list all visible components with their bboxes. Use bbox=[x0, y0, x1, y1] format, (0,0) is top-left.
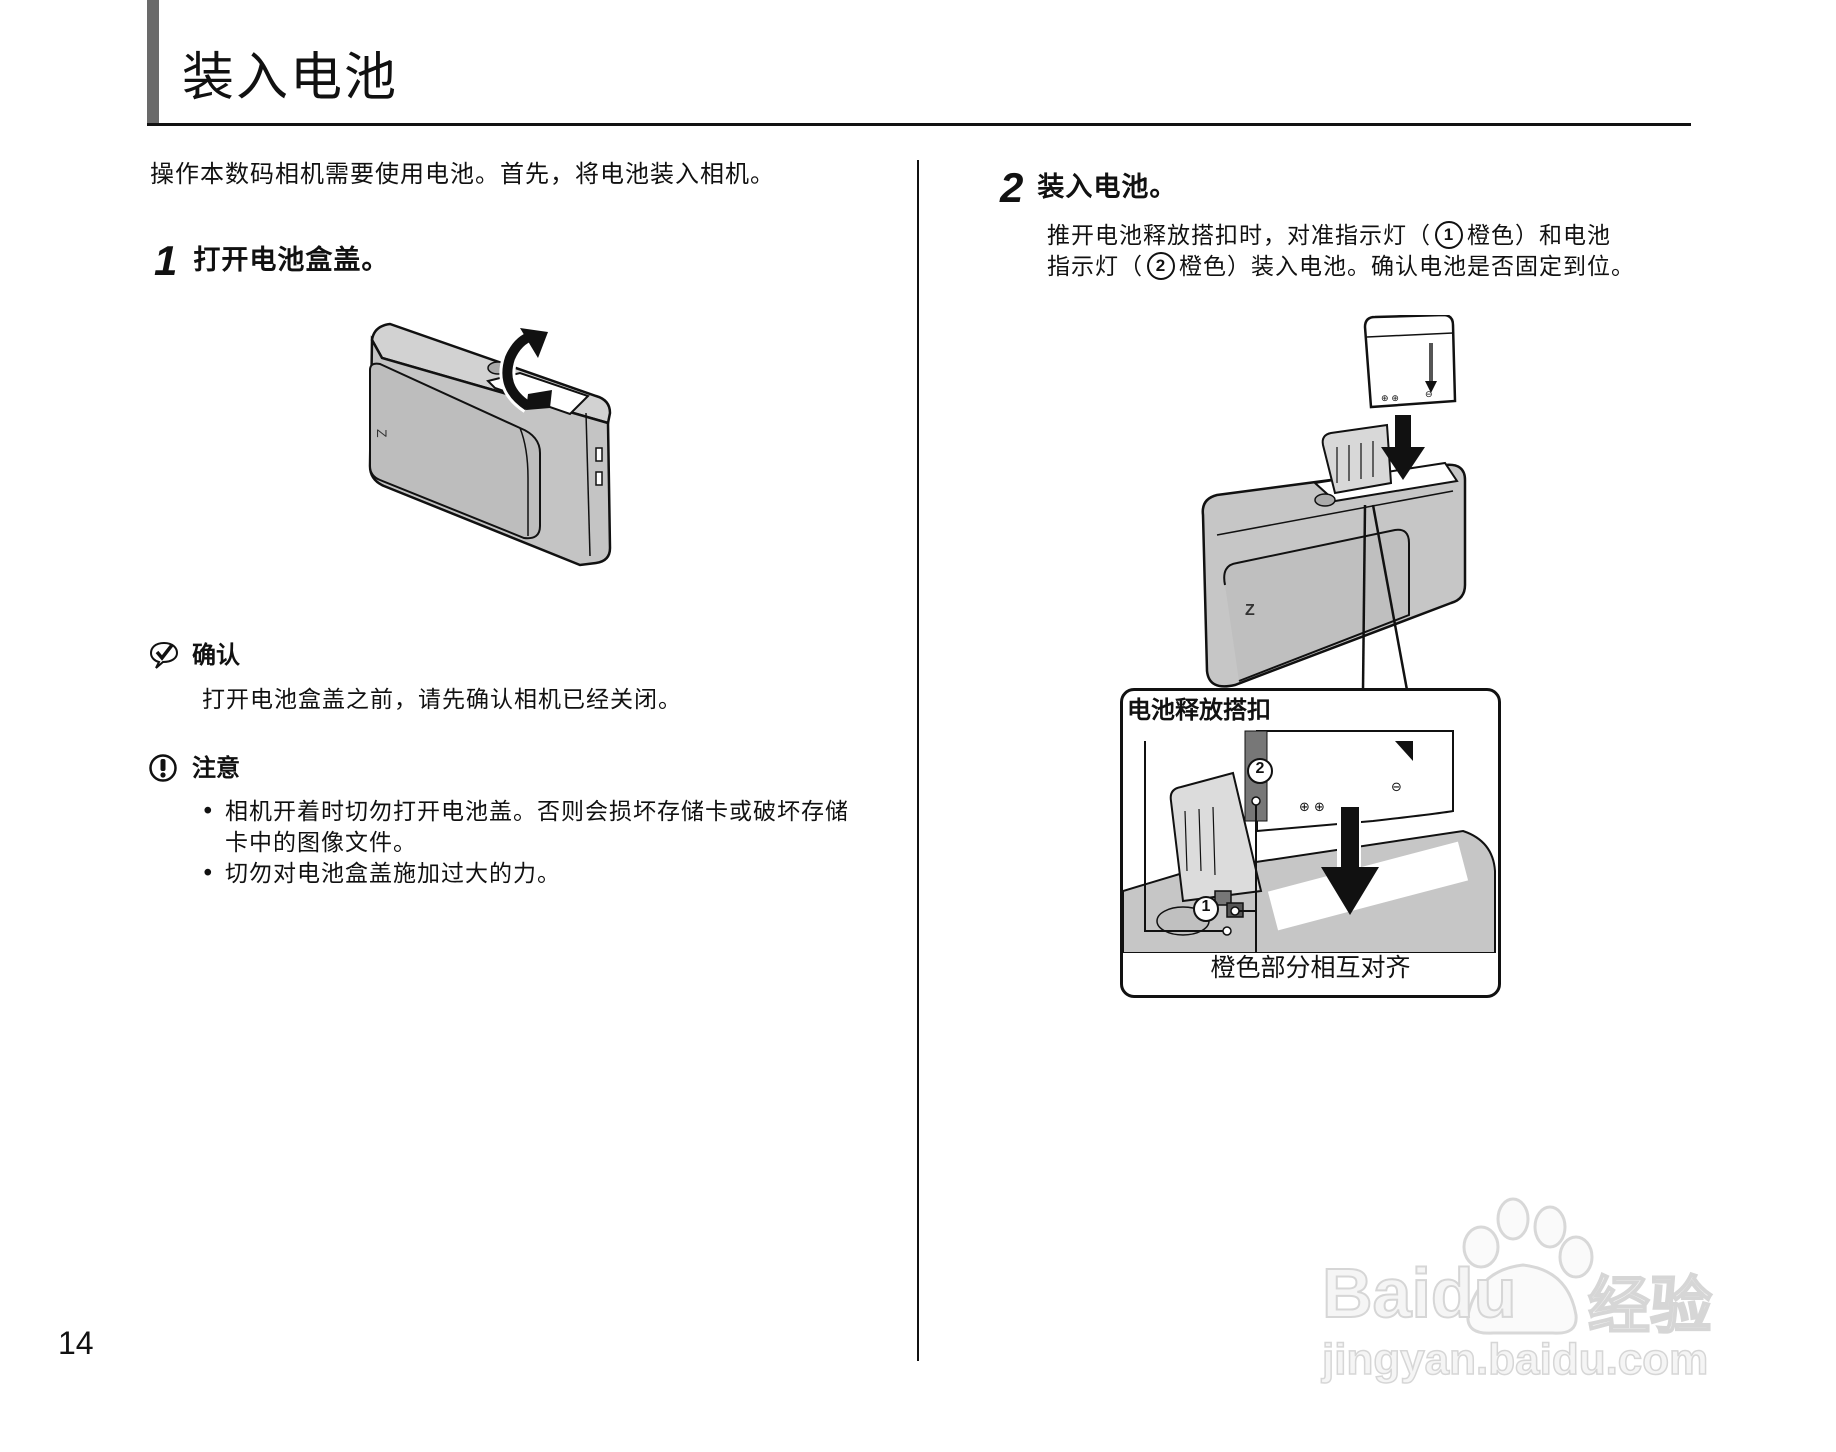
callout-marker-2: 2 bbox=[1255, 760, 1265, 777]
watermark-brand: Baidu bbox=[1321, 1253, 1517, 1333]
battery-insert-icon: Z ⊕ ⊕ ⊖ bbox=[1201, 315, 1467, 691]
caution-note-title: 注意 bbox=[192, 754, 240, 782]
baidu-jingyan-watermark: Baidu 经验 jingyan.baidu.com bbox=[1318, 1185, 1748, 1395]
check-note-title: 确认 bbox=[192, 641, 240, 669]
body-text: 指示灯（ bbox=[1047, 254, 1143, 280]
marker-1: 1 bbox=[1435, 220, 1463, 249]
body-text: 橙色）和电池 bbox=[1467, 223, 1611, 249]
callout-box: ⊕ ⊕ ⊖ 1 2 电池释放搭扣 橙色部分相互对齐 bbox=[1120, 688, 1501, 998]
svg-text:Z: Z bbox=[1245, 602, 1255, 619]
caution-item: 相机开着时切勿打开电池盖。否则会损坏存储卡或破坏存储卡中的图像文件。 bbox=[201, 797, 871, 859]
svg-text:⊕ ⊕: ⊕ ⊕ bbox=[1381, 394, 1399, 404]
step-2-number: 2 bbox=[1000, 164, 1024, 211]
title-underline bbox=[147, 123, 1691, 126]
check-note-heading: 确认 bbox=[148, 640, 240, 670]
column-divider bbox=[917, 160, 919, 1361]
step-1-title: 打开电池盒盖。 bbox=[193, 245, 390, 276]
page-title: 装入电池 bbox=[182, 48, 399, 108]
step-1-number: 1 bbox=[154, 237, 178, 284]
intro-text: 操作本数码相机需要使用电池。首先，将电池装入相机。 bbox=[150, 160, 775, 188]
check-note-body: 打开电池盒盖之前，请先确认相机已经关闭。 bbox=[202, 687, 682, 713]
svg-text:⊖: ⊖ bbox=[1425, 390, 1433, 400]
svg-text:⊖: ⊖ bbox=[1391, 780, 1402, 795]
exclamation-circle-icon bbox=[149, 754, 177, 782]
callout-top-label: 电池释放搭扣 bbox=[1127, 695, 1275, 725]
body-text: 橙色）装入电池。确认电池是否固定到位。 bbox=[1179, 254, 1635, 280]
callout-marker-1: 1 bbox=[1201, 898, 1211, 915]
svg-text:⊕ ⊕: ⊕ ⊕ bbox=[1299, 800, 1325, 815]
camera-open-cover-icon: Z bbox=[368, 322, 612, 567]
step-2-title: 装入电池。 bbox=[1037, 172, 1178, 203]
body-text: 推开电池释放搭扣时，对准指示灯（ bbox=[1047, 223, 1431, 249]
title-accent-bar bbox=[147, 0, 159, 125]
watermark-brand-cn: 经验 bbox=[1587, 1268, 1713, 1343]
caution-note-heading: 注意 bbox=[148, 753, 240, 783]
battery-latch-detail-icon: ⊕ ⊕ ⊖ bbox=[1123, 730, 1496, 955]
caution-item: 切勿对电池盒盖施加过大的力。 bbox=[201, 859, 871, 890]
caution-list: 相机开着时切勿打开电池盖。否则会损坏存储卡或破坏存储卡中的图像文件。 切勿对电池… bbox=[201, 797, 871, 890]
watermark-url: jingyan.baidu.com bbox=[1321, 1334, 1709, 1385]
step-1-heading: 1 打开电池盒盖。 bbox=[154, 238, 389, 284]
callout-bottom-label: 橙色部分相互对齐 bbox=[1123, 953, 1498, 983]
page-number: 14 bbox=[58, 1325, 94, 1361]
svg-text:Z: Z bbox=[374, 429, 390, 438]
baidu-paw-icon bbox=[1462, 1197, 1594, 1335]
marker-2: 2 bbox=[1147, 251, 1175, 280]
check-speech-icon bbox=[149, 641, 179, 669]
step-2-heading: 2 装入电池。 bbox=[1000, 165, 1177, 211]
